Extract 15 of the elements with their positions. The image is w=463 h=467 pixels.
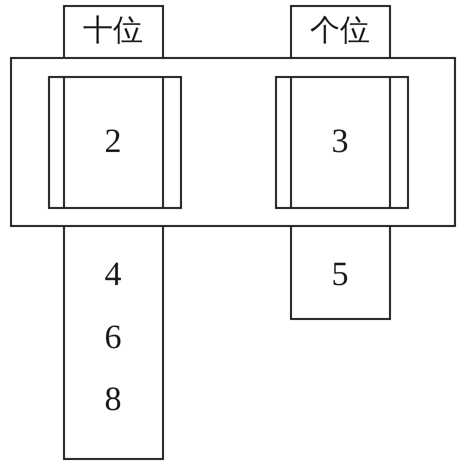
digit-label: 8 <box>104 383 122 417</box>
number-strip <box>290 225 391 320</box>
digit-label: 5 <box>332 258 348 292</box>
digit-label: 2 <box>104 125 122 159</box>
place-value-label: 十位 <box>83 16 143 46</box>
slider-frame <box>10 57 456 227</box>
digit-label: 3 <box>332 125 348 159</box>
place-label-tab <box>290 5 391 59</box>
number-strip <box>63 225 164 460</box>
digit-label: 4 <box>104 258 122 292</box>
place-value-label: 个位 <box>310 16 370 46</box>
display-window <box>48 76 182 209</box>
digit-label: 6 <box>104 321 122 355</box>
display-window <box>275 76 409 209</box>
place-label-tab <box>63 5 164 59</box>
